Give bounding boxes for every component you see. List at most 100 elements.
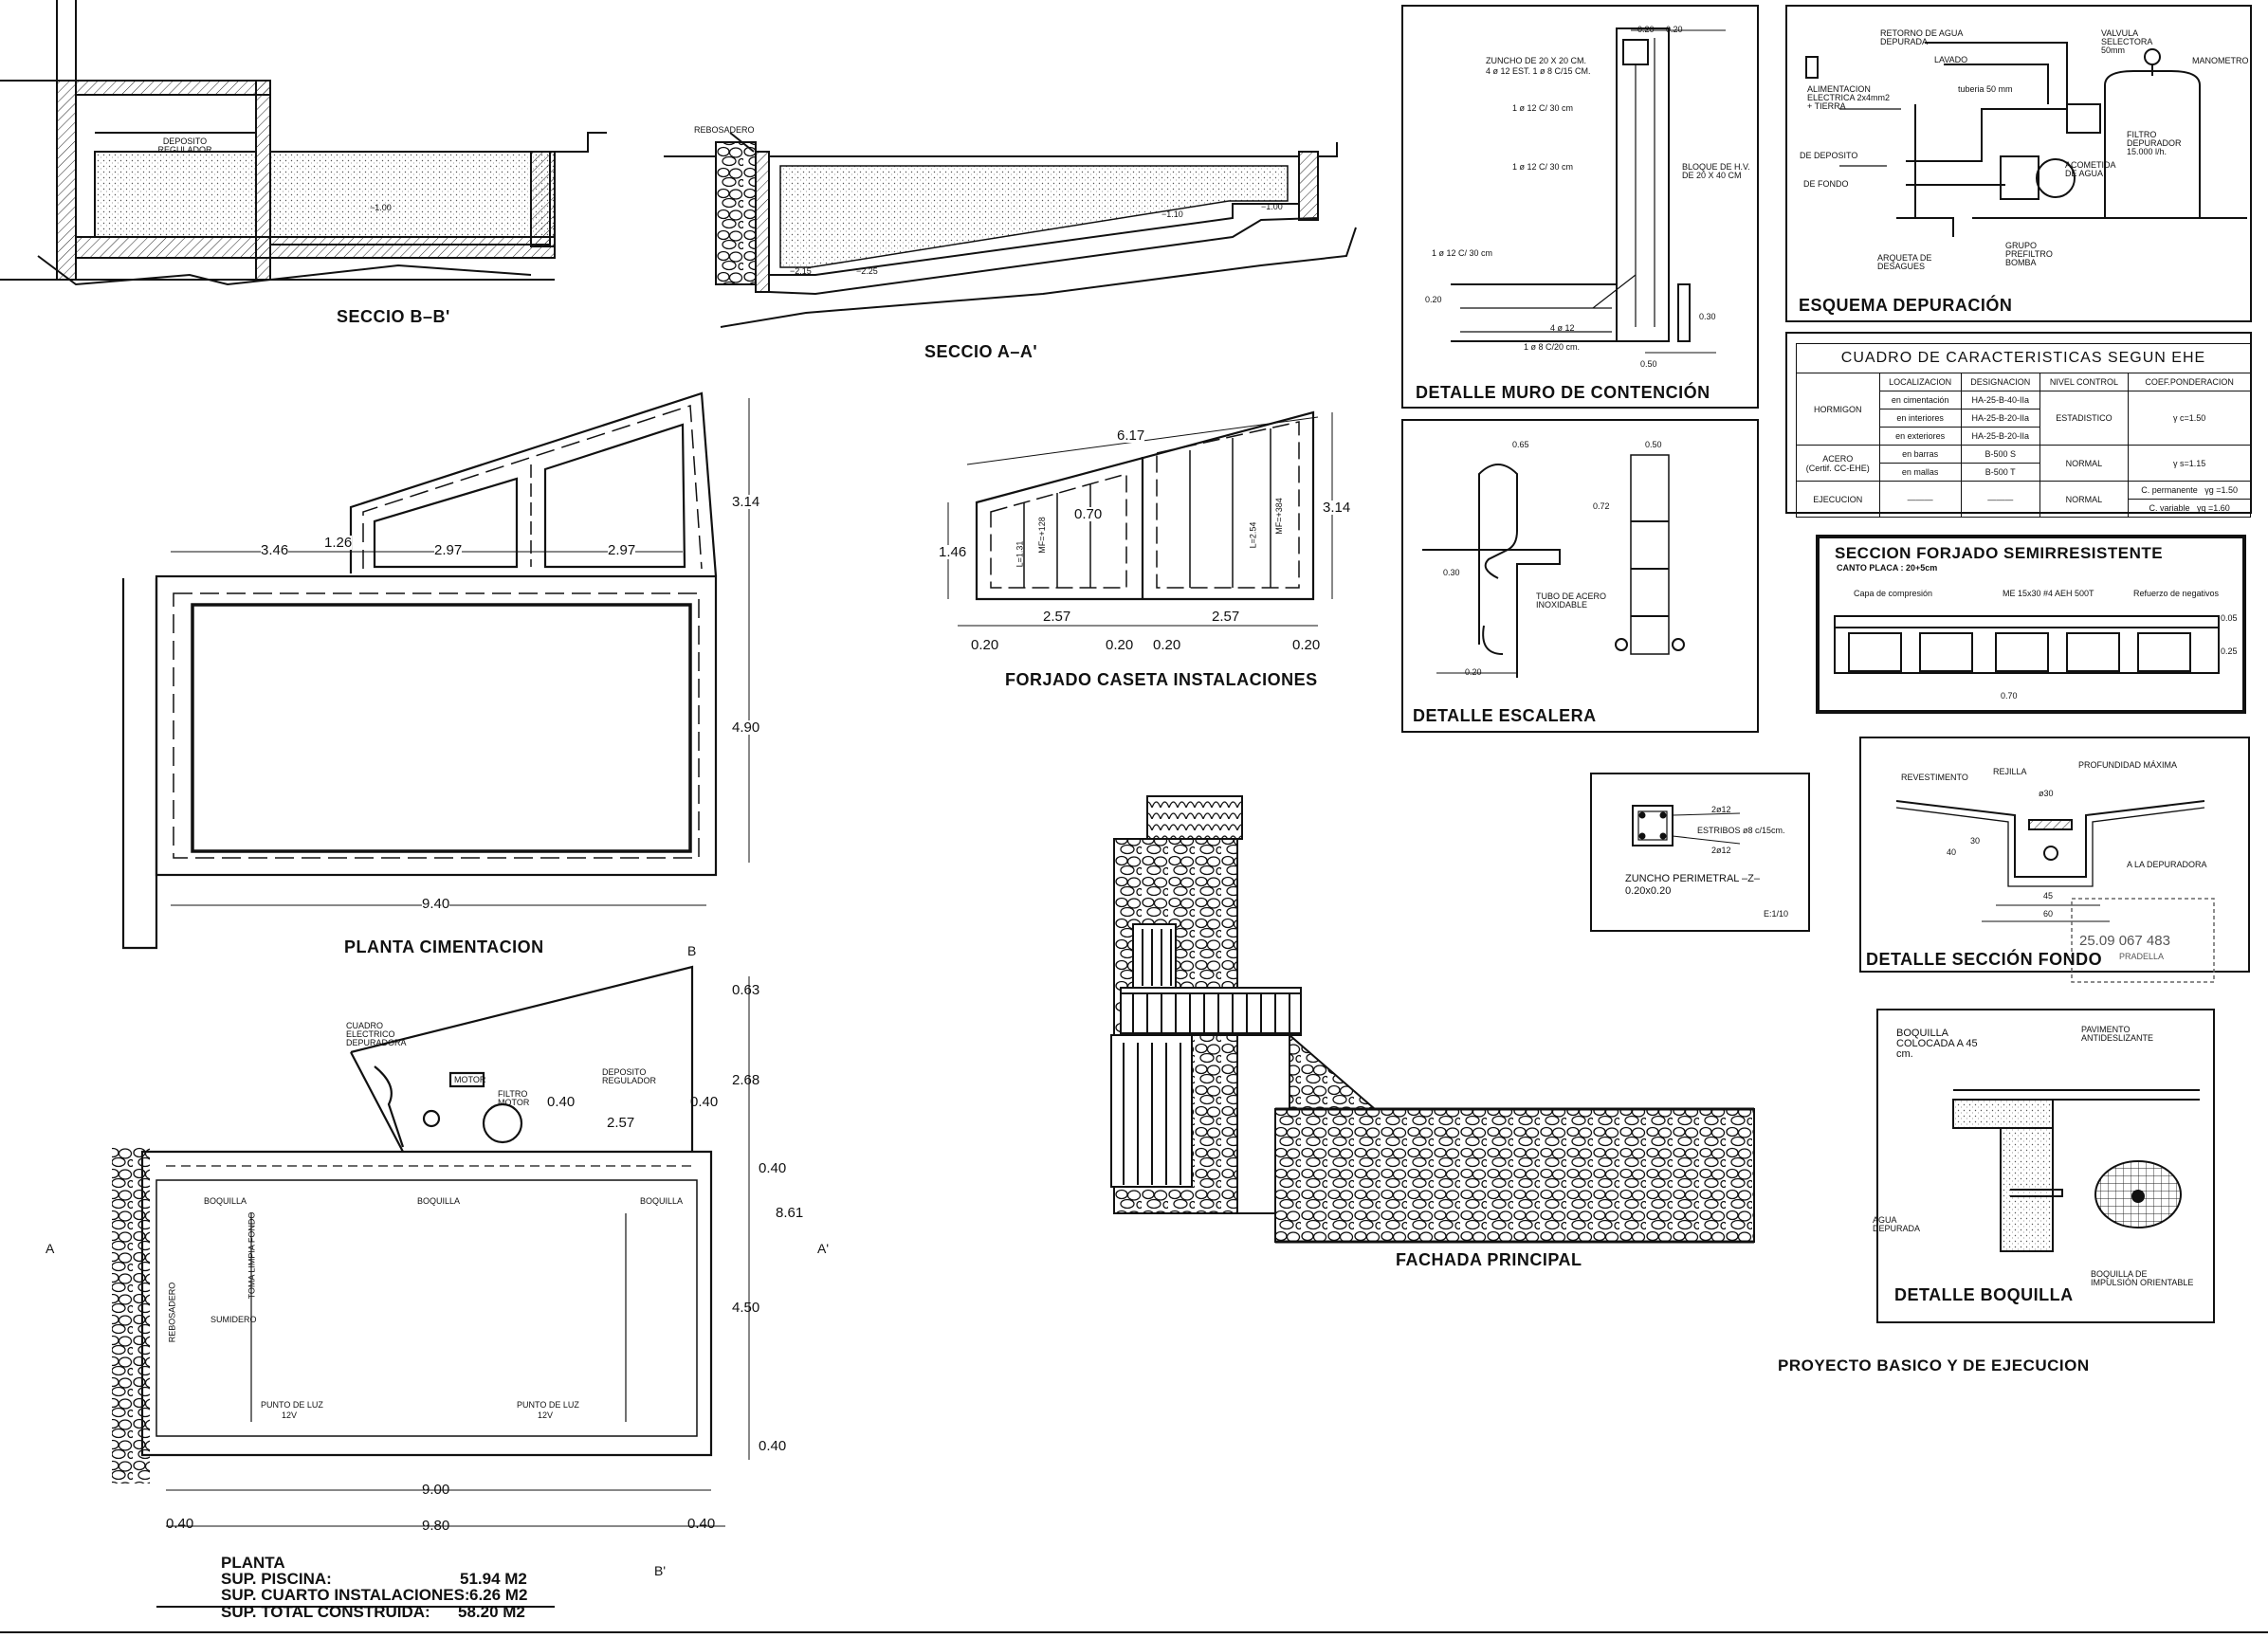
- sup-label-total: SUP. TOTAL CONSTRUIDA:: [221, 1603, 430, 1621]
- title-esquema-depuracion: ESQUEMA DEPURACIÓN: [1799, 296, 2013, 315]
- secb-level: −1.00: [370, 203, 392, 212]
- ehe-perm: C. permanente γg =1.50: [2128, 481, 2251, 500]
- cim-dim-6: 4.90: [732, 719, 760, 736]
- zuncho-scale: E:1/10: [1764, 909, 1789, 919]
- zuncho-label-1: ZUNCHO PERIMETRAL –Z–: [1625, 873, 1761, 884]
- planta-dim-k: 9.80: [422, 1518, 450, 1534]
- fondo-dim-60: 60: [2043, 909, 2054, 919]
- ehe-dash-1: ———: [1878, 481, 1962, 518]
- dep-tuberia: tuberia 50 mm: [1958, 84, 2013, 94]
- forjado-text-4: MF=+384: [1273, 498, 1284, 535]
- dep-retorno: RETORNO DE AGUA DEPURADA: [1880, 28, 1963, 46]
- muro-drawing: [1451, 27, 1726, 354]
- ehe-cell: en mallas: [1878, 463, 1962, 482]
- sup-value-piscina: 51.94 M2: [460, 1570, 527, 1588]
- planta-12v-1: 12V: [282, 1410, 298, 1420]
- planta-dim-b: 2.68: [732, 1072, 760, 1088]
- ehe-var-label: C. variable: [2149, 503, 2190, 513]
- planta-dim-g: 2.57: [607, 1115, 635, 1131]
- planta-section-b-prime: B': [654, 1563, 667, 1578]
- ehe-ejecucion: EJECUCION: [1796, 481, 1880, 518]
- title-seccio-b: SECCIO B–B': [337, 307, 450, 326]
- planta-boquilla-1: BOQUILLA: [204, 1196, 247, 1206]
- escalera-dim-4: 0.30: [1443, 568, 1460, 577]
- muro-note-2: 4 ø 12 EST. 1 ø 8 C/15 CM.: [1486, 66, 1591, 76]
- zuncho-est: ESTRIBOS ø8 c/15cm.: [1697, 826, 1785, 835]
- secb-deposito: DEPOSITO REGULADOR: [157, 136, 212, 155]
- muro-frame: [1401, 5, 1759, 409]
- ehe-dash-2: ———: [1960, 481, 2040, 518]
- section-b-drawing: [0, 0, 607, 286]
- forjado-dim-e1: 0.20: [971, 637, 999, 653]
- title-detalle-fondo: DETALLE SECCIÓN FONDO: [1866, 950, 2103, 969]
- planta-dim-i: 0.40: [690, 1094, 719, 1110]
- escalera-dim-1: 0.65: [1512, 440, 1529, 449]
- title-forjado-caseta: FORJADO CASETA INSTALACIONES: [1005, 670, 1318, 689]
- boq-impulsion: BOQUILLA DE IMPULSIÓN ORIENTABLE: [2091, 1269, 2194, 1287]
- muro-note-7: 4 ø 12: [1550, 323, 1575, 333]
- forjado-semi-drawing: [1834, 615, 2220, 674]
- sup-value-cuarto: 6.26 M2: [469, 1586, 528, 1604]
- seca-level-2: −1.00: [1261, 202, 1283, 211]
- planta-section-b: B: [687, 943, 697, 958]
- ehe-perm-label: C. permanente: [2141, 485, 2198, 495]
- boq-pavimento: PAVIMENTO ANTIDESLIZANTE: [2081, 1025, 2154, 1043]
- semi-capa: Capa de compresión: [1854, 589, 1933, 598]
- ehe-cell: HA-25-B-20-IIa: [1960, 409, 2040, 428]
- muro-note-3: 1 ø 12 C/ 30 cm: [1512, 103, 1574, 113]
- ehe-header-coef: COEF.PONDERACION: [2128, 373, 2251, 391]
- ehe-header-loc: LOCALIZACION: [1878, 373, 1962, 391]
- ehe-cell: en exteriores: [1878, 427, 1962, 446]
- forjado-dim-m1: 0.70: [1074, 506, 1103, 522]
- forjado-text-2: MF=+128: [1036, 517, 1047, 554]
- sup-title: PLANTA: [221, 1554, 285, 1572]
- zuncho-label-2: 0.20x0.20: [1625, 885, 1672, 897]
- seca-level-1: −1.10: [1161, 209, 1183, 219]
- ehe-cell: B-500 T: [1960, 463, 2040, 482]
- fondo-rejilla: REJILLA: [1993, 767, 2027, 776]
- planta-rebosadero: REBOSADERO: [167, 1282, 177, 1343]
- semi-dim-2: 0.25: [2221, 646, 2238, 656]
- forjado-dim-e4: 0.20: [1292, 637, 1321, 653]
- dep-manometro: MANOMETRO: [2192, 56, 2249, 65]
- planta-punto-1: PUNTO DE LUZ: [261, 1400, 323, 1410]
- zuncho-bot: 2ø12: [1711, 846, 1731, 855]
- dep-lavado: LAVADO: [1934, 55, 1968, 64]
- title-detalle-boquilla: DETALLE BOQUILLA: [1894, 1285, 2074, 1304]
- muro-dim-5: 0.50: [1640, 359, 1657, 369]
- muro-dim-3: 0.20: [1425, 295, 1442, 304]
- zuncho-drawing: [1632, 805, 1741, 846]
- ehe-gg1: γg =1.50: [2204, 485, 2239, 495]
- seca-rebosadero: REBOSADERO: [694, 125, 755, 135]
- escalera-drawing: [1422, 454, 1685, 678]
- sup-label-piscina: SUP. PISCINA:: [221, 1570, 332, 1588]
- ehe-cell: HA-25-B-20-IIa: [1960, 427, 2040, 446]
- ehe-cell: en interiores: [1878, 409, 1962, 428]
- escalera-dim-2: 0.50: [1645, 440, 1662, 449]
- fondo-drawing: [1895, 800, 2205, 922]
- cim-dim-4: 2.97: [608, 542, 636, 558]
- ehe-gs: γ s=1.15: [2128, 445, 2251, 482]
- depuracion-frame: [1785, 5, 2252, 322]
- muro-dim-2: 0.20: [1666, 25, 1683, 34]
- forjado-dim-e2: 0.20: [1106, 637, 1134, 653]
- depuracion-drawing: [1805, 42, 2247, 237]
- fondo-revestimiento: REVESTIMENTO: [1901, 773, 1968, 782]
- escalera-dim-3: 0.72: [1593, 501, 1610, 511]
- planta-toma: TOMA LIMPIA FONDO: [247, 1211, 257, 1300]
- sup-label-cuarto: SUP. CUARTO INSTALACIONES:: [221, 1586, 470, 1604]
- dep-grupo: GRUPO PREFILTRO BOMBA: [2005, 241, 2053, 267]
- ehe-estadistico: ESTADISTICO: [2039, 391, 2130, 446]
- forjado-dim-h2: 3.14: [1323, 500, 1351, 516]
- boquilla-drawing: [1952, 1089, 2200, 1252]
- cim-dim-2: 1.26: [324, 535, 353, 551]
- cim-dim-5: 3.14: [732, 494, 760, 510]
- planta-dim-c: 0.40: [759, 1160, 787, 1176]
- stamp-name: PRADELLA: [2119, 952, 2165, 961]
- ehe-acero-label: ACERO: [1822, 453, 1854, 464]
- title-fachada: FACHADA PRINCIPAL: [1396, 1250, 1582, 1269]
- semi-malla: ME 15x30 #4 AEH 500T: [2003, 589, 2094, 598]
- forjado-text-3: L=2.54: [1248, 521, 1258, 549]
- planta-boquilla-2: BOQUILLA: [417, 1196, 461, 1206]
